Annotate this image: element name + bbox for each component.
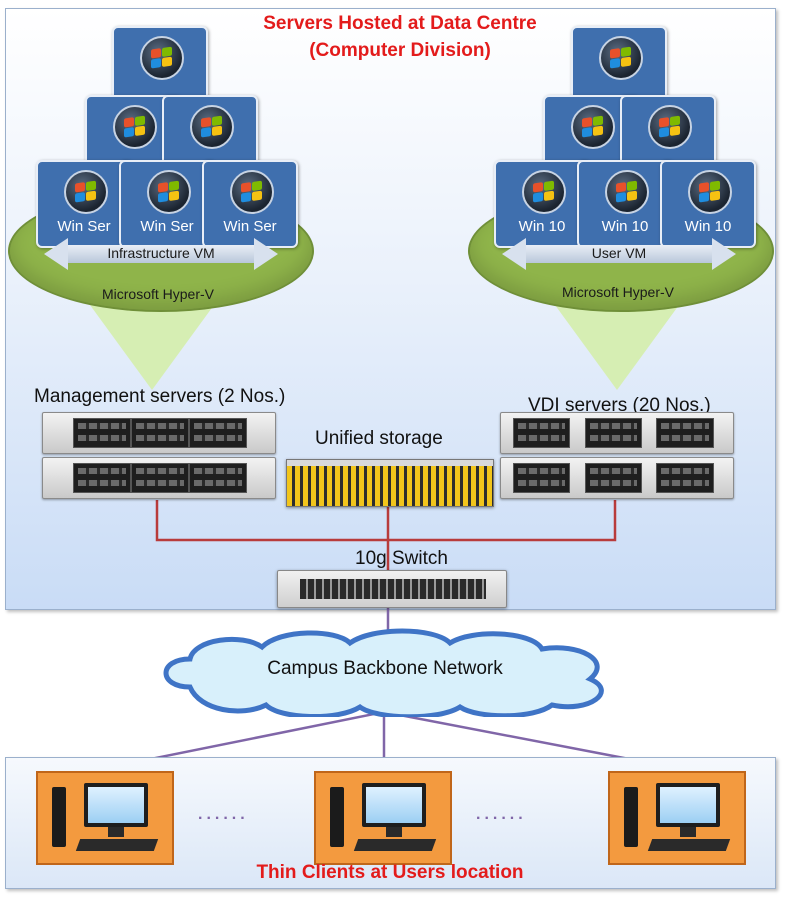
rack-server-icon: [42, 457, 276, 499]
vm-label: Win Ser: [140, 218, 194, 235]
vm-tile: Win Ser: [119, 160, 215, 248]
datacentre-title-line2: (Computer Division): [309, 40, 491, 61]
vdi-servers-label: VDI servers (20 Nos.): [528, 395, 711, 416]
vm-label: Win 10: [518, 218, 566, 235]
windows-logo-icon: [605, 170, 649, 214]
left-funnel: [90, 305, 214, 390]
management-servers-label: Management servers (2 Nos.): [34, 386, 286, 407]
windows-logo-icon: [147, 170, 191, 214]
network-switch-icon: [277, 570, 507, 608]
switch-label: 10g Switch: [355, 548, 448, 569]
windows-logo-icon: [522, 170, 566, 214]
windows-logo-icon: [688, 170, 732, 214]
vm-label: Win Ser: [57, 218, 111, 235]
windows-logo-icon: [648, 105, 692, 149]
windows-logo-icon: [64, 170, 108, 214]
cloud-icon: [163, 628, 604, 717]
vm-label: Win Ser: [223, 218, 277, 235]
thin-client-icon: [314, 771, 452, 865]
windows-logo-icon: [571, 105, 615, 149]
thin-client-icon: [36, 771, 174, 865]
vm-tile: Win Ser: [202, 160, 298, 248]
windows-logo-icon: [230, 170, 274, 214]
left-hyperv-label: Microsoft Hyper-V: [101, 286, 215, 302]
thin-client-icon: [608, 771, 746, 865]
infrastructure-vm-arrow: Infrastructure VM: [44, 238, 278, 270]
server-link-line: [155, 500, 617, 542]
thin-clients-title: Thin Clients at Users location: [256, 862, 524, 883]
storage-array-icon: [286, 459, 494, 507]
vm-tile: Win 10: [660, 160, 756, 248]
client-separator: ......: [476, 806, 527, 823]
rack-server-icon: [500, 457, 734, 499]
network-label: Campus Backbone Network: [267, 658, 503, 679]
windows-logo-icon: [113, 105, 157, 149]
cloud-shape: [163, 628, 604, 717]
windows-logo-icon: [599, 36, 643, 80]
storage-label: Unified storage: [315, 428, 443, 449]
rack-server-icon: [500, 412, 734, 454]
vm-label: Win 10: [601, 218, 649, 235]
vm-label: Win 10: [684, 218, 732, 235]
windows-logo-icon: [140, 36, 184, 80]
infrastructure-vm-label: Infrastructure VM: [107, 245, 215, 261]
datacentre-title-line1: Servers Hosted at Data Centre: [263, 13, 537, 34]
user-vm-label: User VM: [591, 245, 647, 261]
user-vm-arrow: User VM: [502, 238, 736, 270]
right-funnel: [555, 305, 679, 390]
rack-server-icon: [42, 412, 276, 454]
vm-tile: Win Ser: [36, 160, 132, 248]
right-hyperv-label: Microsoft Hyper-V: [561, 284, 675, 300]
client-separator: ......: [198, 806, 249, 823]
windows-logo-icon: [190, 105, 234, 149]
